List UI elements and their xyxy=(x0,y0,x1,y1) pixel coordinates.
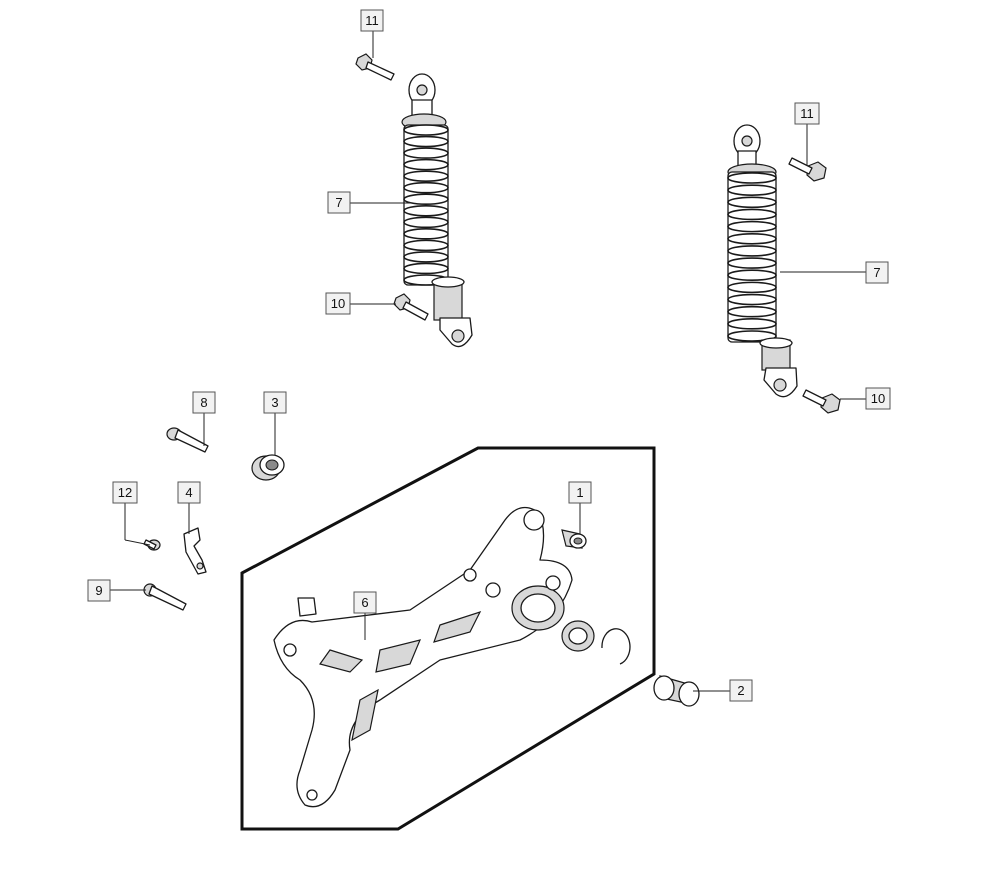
spring-coil xyxy=(727,257,777,269)
bushing-1 xyxy=(561,529,587,549)
spring-coil xyxy=(727,172,777,184)
bolt-10-right xyxy=(802,389,841,414)
spring-coil xyxy=(403,170,449,182)
svg-text:2: 2 xyxy=(737,683,744,698)
spring-coil xyxy=(727,305,777,318)
svg-text:1: 1 xyxy=(576,485,583,500)
svg-text:7: 7 xyxy=(335,195,342,210)
spring-coil xyxy=(727,232,777,245)
svg-text:11: 11 xyxy=(800,106,814,121)
spring-coil xyxy=(727,220,777,233)
spring-coil xyxy=(403,262,449,275)
spring-coil xyxy=(727,208,777,221)
callout-1: 1 xyxy=(568,481,592,504)
callout-12: 12 xyxy=(112,481,138,504)
callout-9: 9 xyxy=(87,579,111,602)
circlip xyxy=(601,628,631,665)
spring-coil xyxy=(403,135,449,148)
spring-coil xyxy=(727,330,777,342)
spring-coil xyxy=(403,124,449,136)
callout-7-right: 7 xyxy=(865,261,889,284)
callout-10-left: 10 xyxy=(325,292,351,315)
callout-8: 8 xyxy=(192,391,216,414)
callout-11-right: 11 xyxy=(794,102,820,125)
bolt-10-left xyxy=(393,293,429,321)
spring-coil xyxy=(403,239,449,252)
spring-coil xyxy=(727,281,777,294)
pin-8 xyxy=(166,427,209,453)
callout-4: 4 xyxy=(177,481,201,504)
spring-coil xyxy=(727,318,777,330)
svg-text:6: 6 xyxy=(361,595,368,610)
spring-coil xyxy=(403,228,449,240)
swingarm-6 xyxy=(273,506,573,808)
svg-text:9: 9 xyxy=(95,583,102,598)
svg-text:4: 4 xyxy=(185,485,192,500)
callout-11-top: 11 xyxy=(360,9,384,32)
right-shock-absorber xyxy=(727,124,798,398)
spring-coil xyxy=(403,204,449,217)
bearing xyxy=(561,620,595,652)
svg-text:12: 12 xyxy=(118,485,132,500)
svg-text:10: 10 xyxy=(871,391,885,406)
spring-coil xyxy=(403,216,449,229)
callout-10-right: 10 xyxy=(865,387,891,410)
svg-text:7: 7 xyxy=(873,265,880,280)
svg-text:8: 8 xyxy=(200,395,207,410)
left-shock-absorber xyxy=(401,73,473,348)
callout-7-left: 7 xyxy=(327,191,351,214)
spring-coil xyxy=(403,158,449,171)
bolt-9 xyxy=(143,583,187,611)
callout-2: 2 xyxy=(729,679,753,702)
spring-coil xyxy=(403,181,449,194)
svg-text:10: 10 xyxy=(331,296,345,311)
callout-6: 6 xyxy=(353,591,377,614)
spring-coil xyxy=(403,251,449,263)
svg-text:11: 11 xyxy=(365,13,379,28)
bolt-11-left xyxy=(355,53,395,81)
spring-coil xyxy=(727,196,777,209)
bolt-11-right xyxy=(788,157,827,182)
spring-coil xyxy=(403,193,449,206)
assembly-frame xyxy=(240,446,656,831)
callout-3: 3 xyxy=(263,391,287,414)
bushing-3 xyxy=(251,454,285,481)
leader-lines xyxy=(110,31,868,692)
spring-coil xyxy=(727,269,777,282)
spring-coil xyxy=(727,184,777,196)
bracket-4 xyxy=(183,527,207,575)
spring-coil xyxy=(727,245,777,257)
sleeve-2 xyxy=(653,675,700,707)
spring-coil xyxy=(727,293,777,306)
spring-coil xyxy=(403,147,449,159)
svg-text:3: 3 xyxy=(271,395,278,410)
screw-12 xyxy=(143,539,161,551)
